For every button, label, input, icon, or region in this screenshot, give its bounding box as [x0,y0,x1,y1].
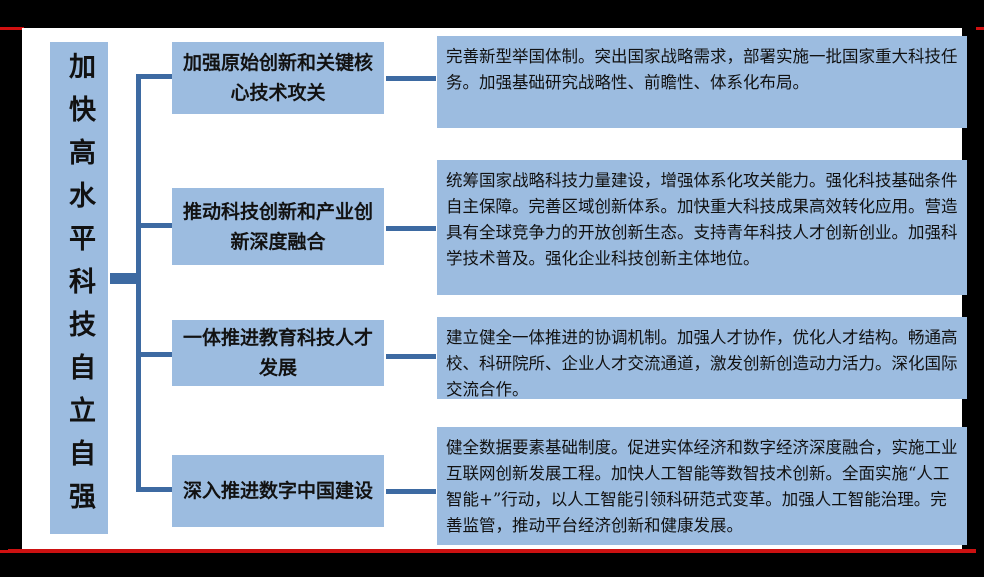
detail-text-4: 健全数据要素基础制度。促进实体经济和数字经济深度融合，实施工业互联网创新发展工程… [446,438,958,535]
connector-trunk [136,74,141,492]
diagram-canvas: 加快高水平科技自立自强 加强原始创新和关键核心技术攻关 推动科技创新和产业创新深… [22,28,967,551]
category-box-3[interactable]: 一体推进教育科技人才发展 [172,320,384,386]
connector-root-stub [110,273,139,284]
connector-link-2 [386,226,436,231]
connector-branch-2 [136,223,173,228]
category-label-1: 加强原始创新和关键核心技术攻关 [182,52,373,104]
detail-text-1: 完善新型举国体制。突出国家战略需求，部署实施一批国家重大科技任务。加强基础研究战… [446,47,958,92]
red-corner-tick-top-left [0,27,24,30]
detail-box-3[interactable]: 建立健全一体推进的协调机制。加强人才协作，优化人才结构。畅通高校、科研院所、企业… [437,317,967,399]
red-corner-tick-top-right [976,27,984,30]
root-title-text: 加快高水平科技自立自强 [64,51,95,525]
category-box-2[interactable]: 推动科技创新和产业创新深度融合 [172,188,384,265]
root-title-box: 加快高水平科技自立自强 [50,42,108,534]
category-label-3: 一体推进教育科技人才发展 [182,327,373,379]
bottom-red-rule [8,549,976,553]
detail-box-4[interactable]: 健全数据要素基础制度。促进实体经济和数字经济深度融合，实施工业互联网创新发展工程… [437,427,967,545]
connector-link-3 [386,354,436,359]
category-label-4: 深入推进数字中国建设 [182,480,373,502]
connector-branch-1 [136,74,173,79]
category-label-2: 推动科技创新和产业创新深度融合 [182,200,373,253]
connector-link-1 [386,76,436,81]
connector-branch-4 [136,487,173,492]
detail-box-2[interactable]: 统筹国家战略科技力量建设，增强体系化攻关能力。强化科技基础条件自主保障。完善区域… [437,160,967,295]
detail-text-2: 统筹国家战略科技力量建设，增强体系化攻关能力。强化科技基础条件自主保障。完善区域… [446,171,958,268]
connector-link-4 [386,489,436,494]
connector-branch-3 [136,352,173,357]
category-box-1[interactable]: 加强原始创新和关键核心技术攻关 [172,42,384,114]
category-box-4[interactable]: 深入推进数字中国建设 [172,455,384,527]
detail-text-3: 建立健全一体推进的协调机制。加强人才协作，优化人才结构。畅通高校、科研院所、企业… [446,328,958,399]
detail-box-1[interactable]: 完善新型举国体制。突出国家战略需求，部署实施一批国家重大科技任务。加强基础研究战… [437,36,967,128]
